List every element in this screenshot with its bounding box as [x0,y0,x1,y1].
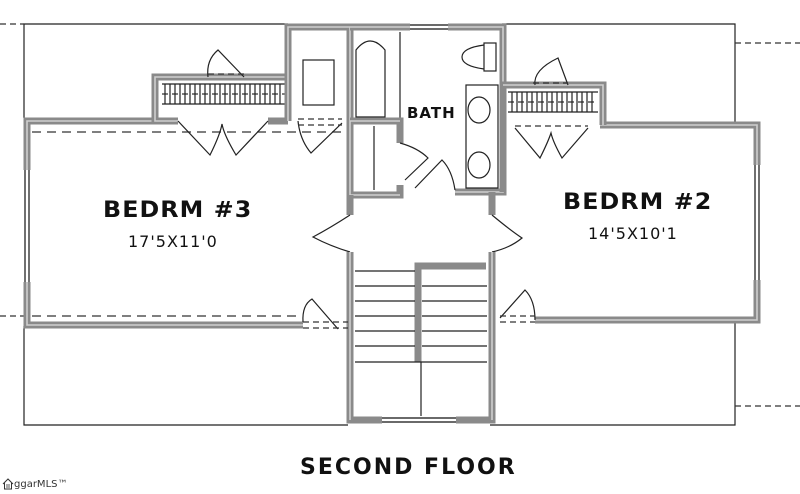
toilet [461,42,497,72]
bedroom-2-walls [499,121,761,324]
bedroom-3-walls [23,117,348,329]
window-bath [410,24,448,30]
floor-title: SECOND FLOOR [300,455,517,480]
linen-closet [284,23,354,154]
room-dimensions-bedroom-2: 14'5X10'1 [588,224,678,243]
house-icon [2,478,14,490]
closet-bedroom-2 [499,57,607,160]
mls-watermark: ggarMLS™ [2,478,67,490]
closet-bedroom-3 [151,49,288,157]
roof-outline [0,23,800,426]
window-stair [382,417,456,423]
hall-doors [311,214,524,253]
room-dimensions-bedroom-3: 17'5X11'0 [128,232,218,251]
hall-closets [346,117,496,215]
room-label-bedroom-3: BEDRM #3 [103,198,253,223]
attic-doors [302,289,536,330]
double-vanity [465,84,499,189]
room-label-bedroom-2: BEDRM #2 [563,190,713,215]
stairs [346,252,496,424]
room-label-bath: BATH [407,104,456,122]
window-bedroom-2 [754,165,760,280]
watermark-text: ggarMLS™ [14,479,68,490]
window-bedroom-3 [24,170,30,282]
bathtub [355,32,401,118]
